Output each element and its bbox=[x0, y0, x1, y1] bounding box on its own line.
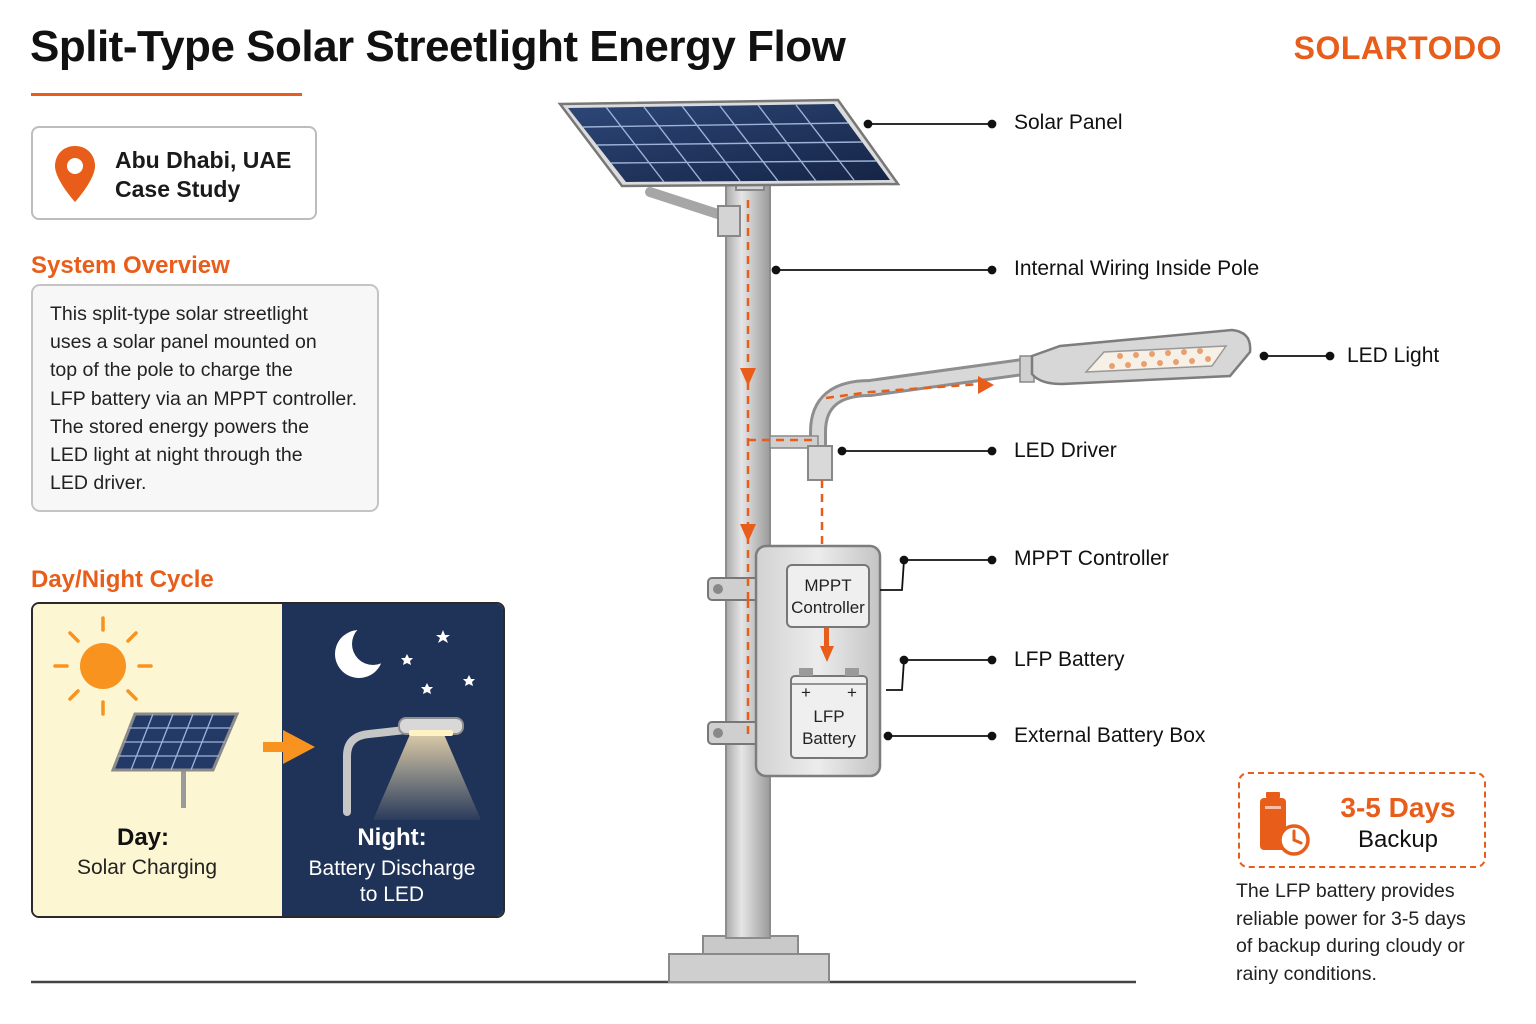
brand-logo: SOLARTODO bbox=[1293, 30, 1502, 66]
mppt-controller-box bbox=[786, 564, 870, 628]
location-text: Abu Dhabi, UAE Case Study bbox=[115, 146, 291, 204]
mppt-label-2: Controller bbox=[791, 598, 865, 617]
location-card: Abu Dhabi, UAE Case Study bbox=[31, 126, 317, 220]
overview-line: The stored energy powers the bbox=[50, 415, 310, 438]
external-battery-box bbox=[754, 544, 882, 778]
mppt-label-1: MPPT bbox=[804, 576, 851, 595]
led-driver-box bbox=[807, 445, 833, 481]
callout-internal-wiring: Internal Wiring Inside Pole bbox=[1014, 257, 1260, 280]
location-city: Abu Dhabi, UAE bbox=[115, 147, 292, 173]
battery-plus-right: + bbox=[847, 683, 857, 702]
day-to-night-arrow-icon bbox=[263, 730, 315, 764]
night-sublabel: Battery Discharge to LED bbox=[282, 856, 502, 908]
solar-panel bbox=[557, 98, 901, 188]
location-pin-icon bbox=[55, 146, 95, 202]
pole-base bbox=[668, 935, 830, 983]
led-arm bbox=[769, 355, 1039, 461]
backup-subtitle: Backup bbox=[1357, 826, 1439, 853]
backup-desc-line: rainy conditions. bbox=[1236, 962, 1377, 985]
page-title: Split-Type Solar Streetlight Energy Flow bbox=[30, 22, 846, 71]
backup-title: 3-5 Days bbox=[1340, 792, 1456, 823]
overview-line: LFP battery via an MPPT controller. bbox=[50, 387, 358, 410]
overview-line: LED light at night through the bbox=[50, 444, 303, 467]
stars-icon bbox=[401, 630, 475, 694]
overview-box: This split-type solar streetlight uses a… bbox=[31, 284, 379, 512]
battery-clock-icon bbox=[1260, 792, 1310, 856]
overview-line: top of the pole to charge the bbox=[50, 359, 293, 382]
energy-flow-arrows bbox=[740, 368, 994, 662]
callout-lfp-battery: LFP Battery bbox=[1014, 648, 1125, 671]
callout-mppt-controller: MPPT Controller bbox=[1014, 547, 1169, 570]
battery-label-2: Battery bbox=[802, 729, 856, 748]
backup-description: The LFP battery provides reliable power … bbox=[1236, 878, 1506, 988]
night-half bbox=[282, 604, 503, 916]
moon-icon bbox=[335, 623, 394, 678]
overview-line: This split-type solar streetlight bbox=[50, 303, 308, 325]
overview-line: LED driver. bbox=[50, 472, 147, 495]
cycle-illustration bbox=[53, 616, 481, 820]
small-solar-panel-icon bbox=[110, 712, 240, 808]
backup-desc-line: of backup during cloudy or bbox=[1236, 935, 1465, 957]
day-night-panel: Day: Solar Charging Night: Battery Disch… bbox=[31, 602, 505, 918]
location-case-study: Case Study bbox=[115, 176, 241, 202]
backup-card: 3-5 Days Backup bbox=[1238, 772, 1486, 868]
sun-icon bbox=[53, 616, 153, 716]
energy-flow-lines bbox=[746, 200, 981, 740]
pole-clamp-lower bbox=[707, 721, 765, 745]
led-fixture bbox=[1030, 328, 1252, 386]
night-sub-line: Battery Discharge bbox=[308, 857, 476, 880]
backup-desc-line: reliable power for 3-5 days bbox=[1236, 907, 1466, 930]
lfp-battery-box bbox=[790, 675, 868, 759]
cycle-heading: Day/Night Cycle bbox=[31, 566, 214, 593]
night-streetlight-icon bbox=[343, 717, 481, 820]
title-underline bbox=[31, 93, 302, 96]
callout-solar-panel: Solar Panel bbox=[1014, 111, 1123, 134]
overview-line: uses a solar panel mounted on bbox=[50, 331, 317, 354]
overview-heading: System Overview bbox=[31, 252, 230, 279]
battery-label-1: LFP bbox=[813, 707, 844, 726]
backup-desc-line: The LFP battery provides bbox=[1236, 880, 1455, 902]
callout-external-battery-box: External Battery Box bbox=[1014, 724, 1206, 747]
night-sub-line: to LED bbox=[359, 883, 425, 906]
callout-led-driver: LED Driver bbox=[1014, 439, 1117, 462]
night-label: Night: bbox=[357, 824, 427, 851]
day-label: Day: bbox=[116, 824, 170, 851]
day-sublabel: Solar Charging bbox=[76, 856, 218, 879]
battery-plus-left: + bbox=[801, 683, 811, 702]
callout-led-light: LED Light bbox=[1347, 344, 1440, 367]
callout-leaders bbox=[771, 119, 1335, 741]
